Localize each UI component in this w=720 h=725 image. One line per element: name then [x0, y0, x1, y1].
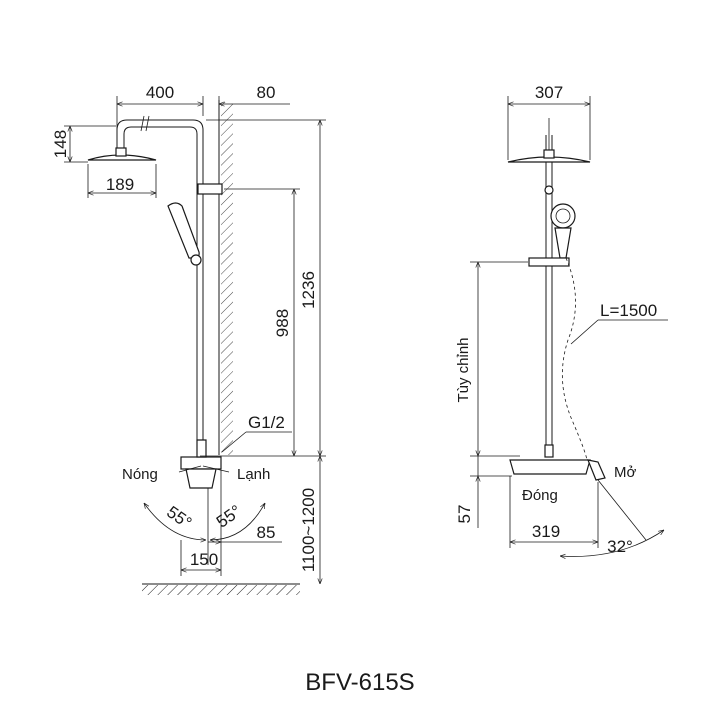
floor — [142, 583, 300, 595]
open-label: Mở — [614, 464, 636, 481]
dim-bracket-height: 988 — [273, 309, 292, 337]
angle-lever: 32° — [607, 537, 633, 556]
model-title: BFV-615S — [305, 669, 414, 696]
dim-lever-height: 57 — [455, 505, 474, 524]
thread-size-label: G1/2 — [248, 413, 285, 432]
hand-shower — [167, 202, 202, 266]
shower-arm — [116, 115, 204, 450]
rain-shower-head — [87, 147, 157, 161]
mixer-valve — [178, 439, 230, 565]
side-view: 307 L=1500 Tùy chỉnh 57 Đóng Mở 319 32° — [455, 83, 668, 556]
side-mixer — [509, 444, 606, 481]
front-view: 400 80 148 189 988 1236 1100~1200 G1/2 — [51, 83, 326, 595]
side-bracket — [544, 185, 554, 195]
dim-mixer-depth: 319 — [532, 522, 560, 541]
dim-wall-offset: 80 — [257, 83, 276, 102]
slide-holder — [528, 257, 570, 267]
close-label: Đóng — [522, 487, 558, 504]
dim-valve-width: 150 — [190, 550, 218, 569]
dim-valve-depth: 85 — [257, 523, 276, 542]
dim-head-height: 148 — [51, 130, 70, 158]
dim-total-height: 1236 — [299, 271, 318, 309]
dim-arm-length: 400 — [146, 83, 174, 102]
side-hand-shower — [550, 203, 576, 259]
dim-head-diameter: 189 — [106, 175, 134, 194]
hot-label: Nóng — [122, 466, 158, 483]
cold-label: Lạnh — [237, 466, 270, 483]
wall — [218, 100, 233, 455]
wall-bracket — [197, 183, 223, 195]
angle-cold: 55° — [213, 501, 245, 531]
dim-side-head-diameter: 307 — [535, 83, 563, 102]
hose-length-label: L=1500 — [600, 301, 657, 320]
dim-install-height: 1100~1200 — [299, 488, 318, 572]
side-rain-shower-head — [507, 149, 591, 163]
adjustable-range-label: Tùy chỉnh — [455, 337, 472, 402]
